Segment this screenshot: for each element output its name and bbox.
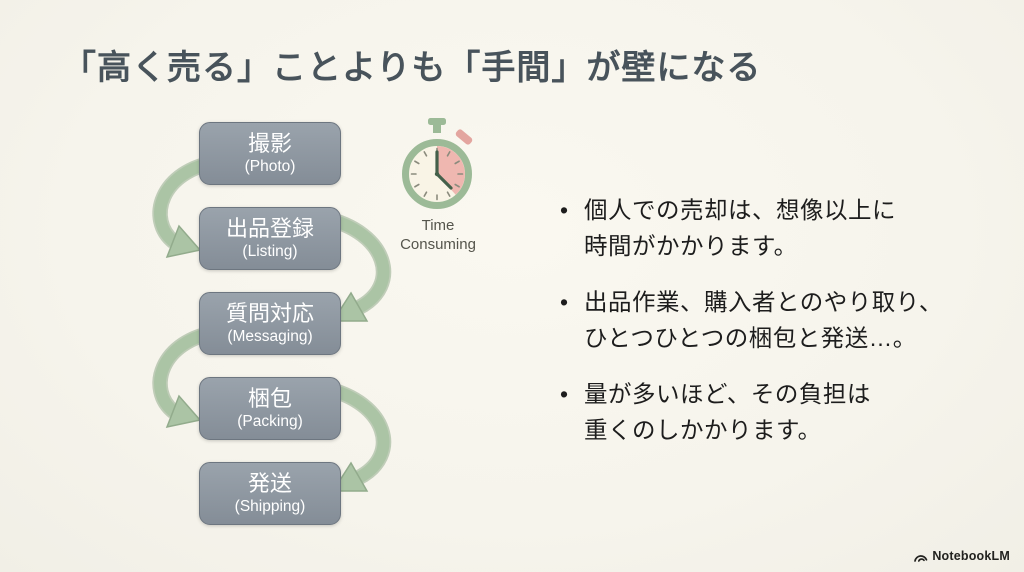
- page-title: 「高く売る」ことよりも「手間」が壁になる: [62, 50, 762, 87]
- step-box-photo: 撮影 (Photo): [199, 122, 341, 185]
- notebooklm-logo-icon: [914, 554, 928, 562]
- step-label-en: (Photo): [244, 158, 296, 175]
- step-label-en: (Packing): [237, 413, 303, 430]
- bullet-item: • 出品作業、購入者とのやり取り、 ひとつひとつの梱包と発送…。: [560, 284, 1000, 356]
- bullet-marker: •: [560, 289, 569, 315]
- bullet-list: • 個人での売却は、想像以上に 時間がかかります。 • 出品作業、購入者とのやり…: [560, 192, 1000, 468]
- notebooklm-label: NotebookLM: [932, 549, 1010, 563]
- step-label-jp: 質問対応: [225, 301, 314, 326]
- stopwatch-icon: [402, 118, 473, 209]
- notebooklm-watermark: NotebookLM: [913, 549, 1010, 563]
- step-label-en: (Messaging): [227, 328, 313, 345]
- step-box-messaging: 質問対応 (Messaging): [199, 292, 341, 355]
- bullet-item: • 個人での売却は、想像以上に 時間がかかります。: [560, 192, 1000, 264]
- step-label-jp: 梱包: [247, 386, 292, 411]
- bullet-text: 出品作業、購入者とのやり取り、 ひとつひとつの梱包と発送…。: [584, 289, 943, 351]
- bullet-text: 量が多いほど、その負担は 重くのしかかります。: [584, 381, 871, 443]
- step-label-en: (Shipping): [234, 498, 306, 515]
- bullet-text: 個人での売却は、想像以上に 時間がかかります。: [584, 197, 896, 259]
- step-box-packing: 梱包 (Packing): [199, 377, 341, 440]
- bullet-item: • 量が多いほど、その負担は 重くのしかかります。: [560, 376, 1000, 448]
- step-box-listing: 出品登録 (Listing): [199, 207, 341, 270]
- bullet-marker: •: [560, 381, 569, 407]
- step-label-en: (Listing): [242, 243, 298, 260]
- step-label-jp: 撮影: [247, 131, 292, 156]
- stopwatch-label: Time Consuming: [400, 217, 476, 253]
- step-box-shipping: 発送 (Shipping): [199, 462, 341, 525]
- step-label-jp: 発送: [247, 471, 292, 496]
- step-label-jp: 出品登録: [225, 216, 314, 241]
- bullet-marker: •: [560, 197, 569, 223]
